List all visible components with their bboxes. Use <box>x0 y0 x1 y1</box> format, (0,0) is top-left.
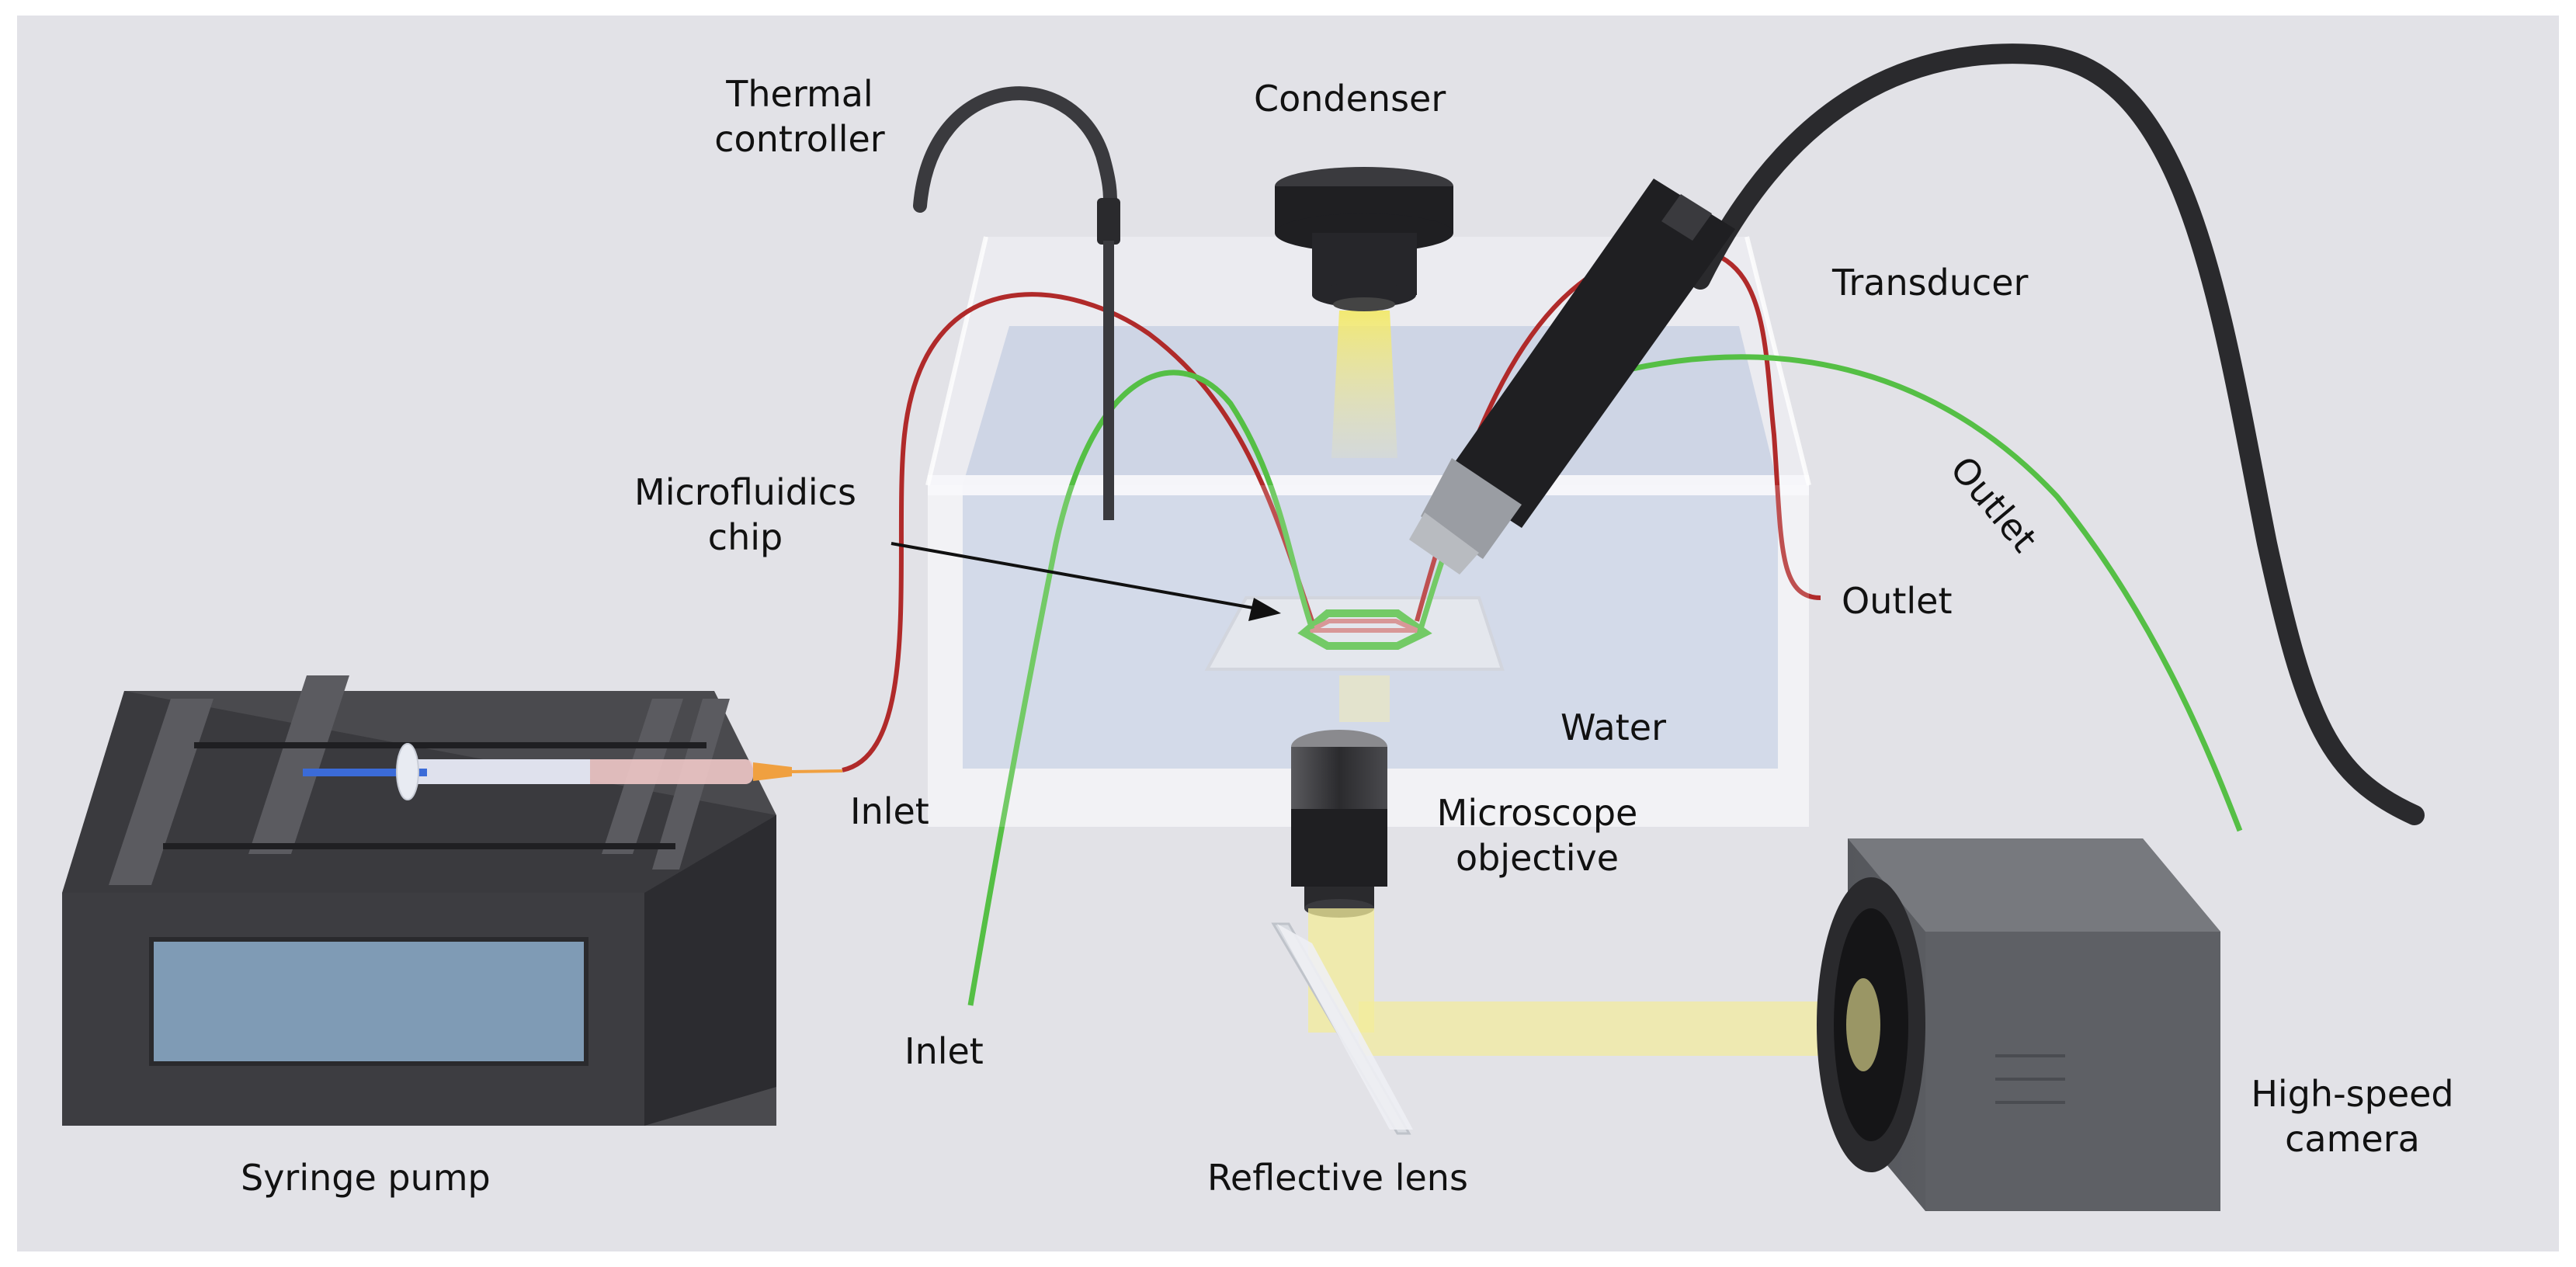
chip-channel-red <box>1309 619 1418 633</box>
label-water: Water <box>1561 706 1666 748</box>
chip-channel <box>1297 609 1432 650</box>
microfluidics-chip <box>1204 596 1505 671</box>
beam-horizontal <box>1359 1001 1879 1056</box>
condenser-light-beam <box>1331 311 1397 458</box>
label-high-speed-camera-line1: High-speed <box>2251 1073 2454 1115</box>
label-high-speed-camera-line2: camera <box>2285 1118 2420 1160</box>
label-microfluidics-chip: Microfluidics chip <box>613 470 877 560</box>
label-inlet-green: Inlet <box>904 1030 984 1072</box>
pump-display-window <box>149 937 588 1066</box>
chip-pointer-arrow <box>890 542 1262 611</box>
label-reflective-lens: Reflective lens <box>1207 1157 1468 1199</box>
label-microscope-objective-line2: objective <box>1455 837 1620 879</box>
condenser <box>1275 167 1453 311</box>
label-thermal-controller-line2: controller <box>714 118 885 160</box>
label-condenser: Condenser <box>1254 78 1446 120</box>
thermal-controller-probe <box>913 86 1120 520</box>
label-microscope-objective-line1: Microscope <box>1436 792 1638 834</box>
label-thermal-controller: Thermal controller <box>683 71 916 161</box>
high-speed-camera <box>1817 838 2220 1211</box>
reflective-lens-face <box>1277 924 1413 1130</box>
label-syringe-pump: Syringe pump <box>241 1157 491 1199</box>
label-inlet-red: Inlet <box>850 790 929 832</box>
label-microscope-objective: Microscope objective <box>1413 790 1661 880</box>
objective-light-cone <box>1339 675 1390 722</box>
label-high-speed-camera: High-speed camera <box>2236 1071 2469 1161</box>
chip-pointer-arrowhead <box>1248 598 1281 621</box>
label-outlet-red: Outlet <box>1842 580 1953 622</box>
label-thermal-controller-line1: Thermal <box>726 73 873 115</box>
syringe-needle-hub <box>753 762 792 781</box>
label-microfluidics-chip-line1: Microfluidics <box>634 471 856 513</box>
red-tube-inlet <box>842 292 1314 772</box>
syringe-pump <box>62 675 843 1126</box>
label-microfluidics-chip-line2: chip <box>707 516 783 558</box>
microscope-objective <box>1291 730 1387 918</box>
syringe-plunger <box>303 769 427 776</box>
label-transducer: Transducer <box>1832 262 2029 304</box>
transducer <box>1409 43 2425 825</box>
